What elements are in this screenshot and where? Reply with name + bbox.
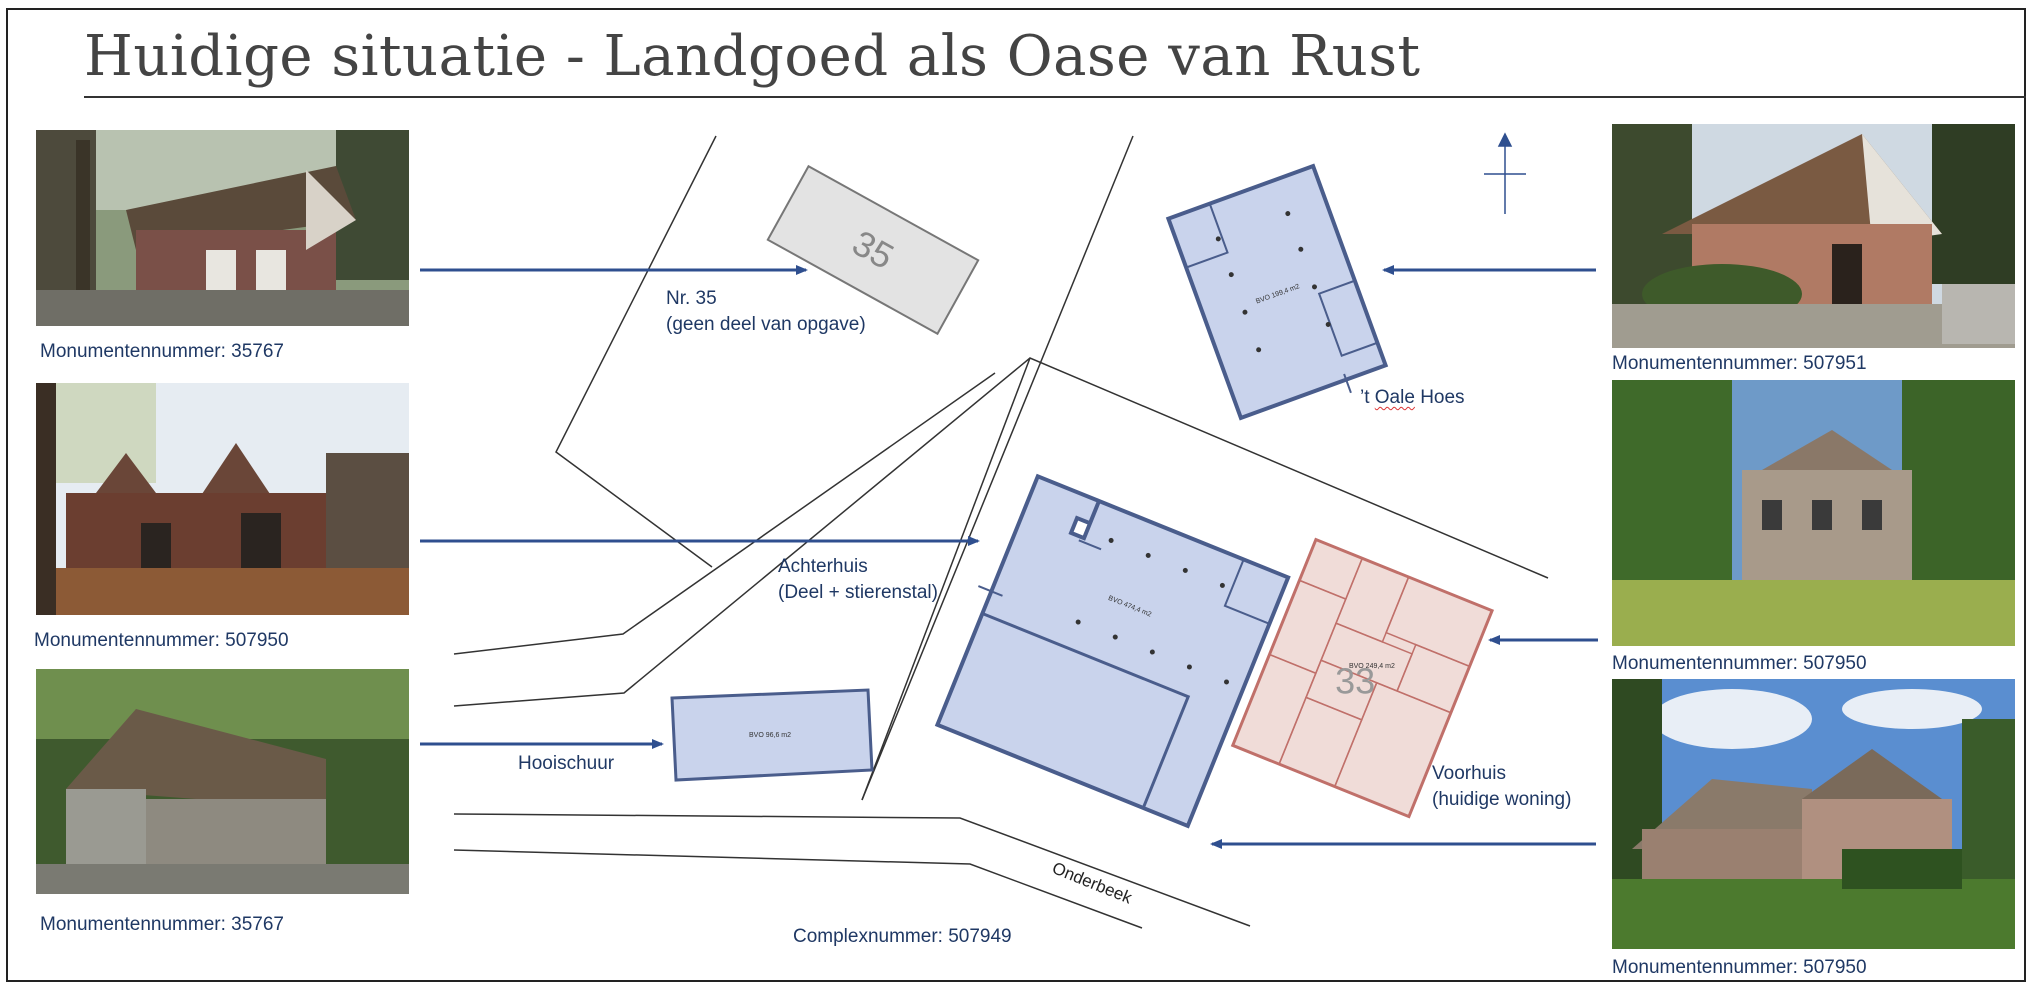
- parcel-line-3: [453, 357, 1549, 707]
- caption-right-bottom: Monumentennummer: 507950: [1612, 957, 1867, 978]
- building-voorhuis: 33 BVO 249,4 m2: [1230, 537, 1495, 819]
- slide-title: Huidige situatie - Landgoed als Oase van…: [84, 24, 1421, 89]
- building-hooischuur: BVO 96,6 m2: [670, 688, 874, 782]
- label-hooischuur: Hooischuur: [518, 753, 615, 774]
- parcel-line-2: [453, 372, 996, 655]
- photo-schuur-35767: [36, 130, 409, 326]
- building-achterhuis: BVO 474,4 m2: [934, 473, 1291, 829]
- caption-right-middle: Monumentennummer: 507950: [1612, 653, 1867, 674]
- arrows: [420, 265, 1598, 849]
- parcel-line-nr35: [555, 135, 717, 568]
- building-nr33-number: 33: [1335, 660, 1375, 701]
- bvo-voorhuis: BVO 249,4 m2: [1349, 663, 1395, 670]
- caption-left-top: Monumentennummer: 35767: [40, 341, 284, 362]
- building-oale-hoes: BVO 199,4 m2: [1165, 163, 1389, 421]
- label-oale-hoes: ’t Oale Hoes: [1360, 387, 1465, 408]
- label-voorhuis: Voorhuis (huidige woning): [1432, 763, 1572, 810]
- parcel-lines: [453, 135, 1549, 801]
- parcel-line-1: [861, 135, 1134, 801]
- slide-frame: [6, 8, 2026, 982]
- parcel-line-4: [861, 357, 1031, 801]
- north-arrow-icon: [1484, 132, 1526, 214]
- photo-achterhuis-507950: [36, 383, 409, 615]
- building-nr35: 35: [766, 164, 980, 336]
- road-onderbeek: [453, 813, 1251, 929]
- title-underline: [84, 96, 2026, 98]
- caption-complex: Complexnummer: 507949: [793, 926, 1012, 947]
- street-label-onderbeek: Onderbeek: [1050, 858, 1136, 907]
- photo-oale-hoes-507951: [1612, 124, 2015, 348]
- bvo-hooischuur: BVO 96,6 m2: [749, 732, 791, 739]
- caption-left-middle: Monumentennummer: 507950: [34, 630, 289, 651]
- caption-right-top: Monumentennummer: 507951: [1612, 353, 1867, 374]
- photo-complex-507950: [1612, 679, 2015, 949]
- label-nr35: Nr. 35 (geen deel van opgave): [666, 288, 866, 335]
- caption-left-bottom: Monumentennummer: 35767: [40, 914, 284, 935]
- label-achterhuis: Achterhuis (Deel + stierenstal): [778, 556, 938, 603]
- photo-hooischuur-35767: [36, 669, 409, 894]
- photo-voorhuis-507950: [1612, 380, 2015, 646]
